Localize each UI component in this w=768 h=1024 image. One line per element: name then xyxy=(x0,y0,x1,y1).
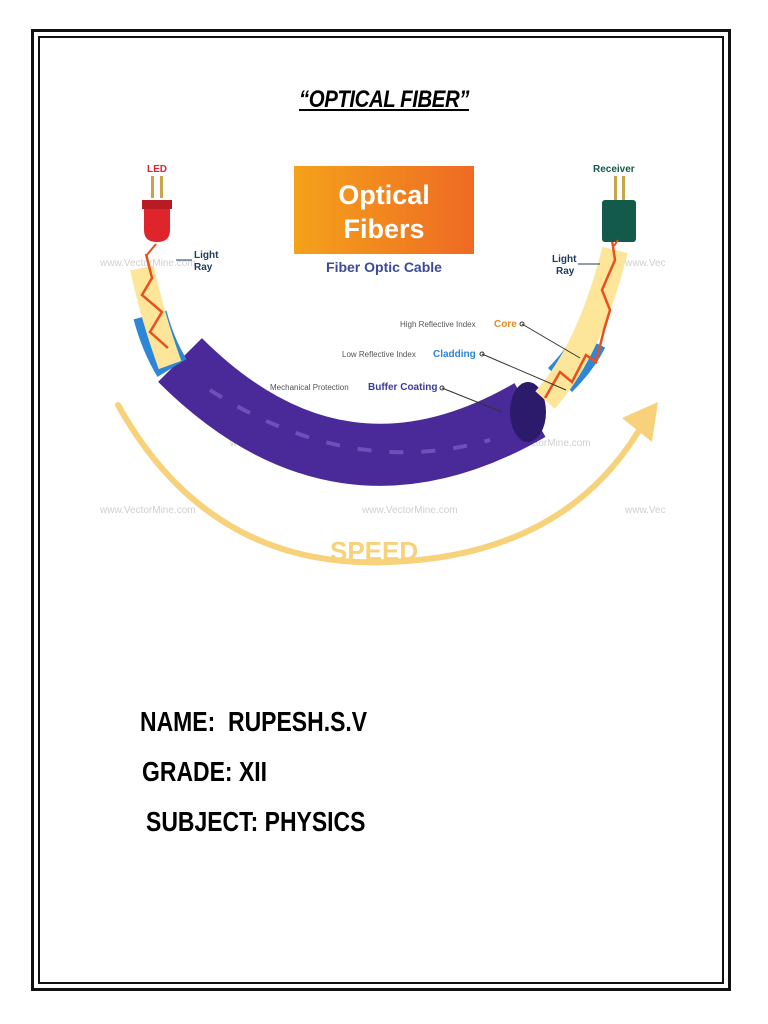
buffer-label: Buffer Coating xyxy=(368,382,437,393)
receiver-light-path xyxy=(613,239,619,247)
speed-arc xyxy=(115,402,648,566)
watermark-text: www.Vec xyxy=(624,505,666,516)
banner-subtitle: Fiber Optic Cable xyxy=(326,259,442,275)
banner-title-line2: Fibers xyxy=(343,214,424,244)
light-ray-label: Ray xyxy=(556,266,575,277)
light-ray-label: Light xyxy=(552,254,577,265)
light-ray-label: Ray xyxy=(194,262,213,273)
title-banner xyxy=(294,166,474,254)
receiver-leg xyxy=(614,176,617,200)
optical-fiber-illustration: www.VectorMine.com www.VectorMine.com ww… xyxy=(99,164,666,566)
student-grade: GRADE: XII xyxy=(142,756,268,787)
core-pointer xyxy=(521,323,581,359)
core-description: High Reflective Index xyxy=(400,320,476,329)
watermark-text: www.VectorMine.com xyxy=(361,505,458,516)
core-label: Core xyxy=(494,319,517,330)
light-ray-label: Light xyxy=(194,250,219,261)
led-icon xyxy=(144,208,170,242)
watermark-text: www.VectorMine.com xyxy=(99,505,196,516)
page-border-inner xyxy=(38,36,724,984)
led-base xyxy=(142,200,172,209)
speed-label: SPEED xyxy=(330,536,418,566)
buffer-coating-cable xyxy=(158,337,546,486)
watermark-text: www.VectorMine.com xyxy=(494,438,591,449)
receiver-icon xyxy=(602,200,636,242)
cable-end-cap xyxy=(510,382,546,442)
right-light-ray xyxy=(543,239,617,399)
led-leg xyxy=(160,176,163,198)
page-border-outer xyxy=(31,29,731,991)
receiver-label: Receiver xyxy=(593,164,635,175)
buffer-description: Mechanical Protection xyxy=(270,383,349,392)
left-core xyxy=(130,265,182,370)
left-light-ray xyxy=(140,253,169,349)
led-leg xyxy=(151,176,154,198)
buffer-pointer xyxy=(441,387,503,413)
student-subject: SUBJECT: PHYSICS xyxy=(146,806,366,837)
speed-arrowhead xyxy=(622,402,658,442)
banner-title-line1: Optical xyxy=(338,180,430,210)
cladding-pointer xyxy=(481,353,567,391)
led-light-path xyxy=(145,243,157,257)
watermark-text: www.Vec xyxy=(624,258,666,269)
receiver-leg xyxy=(622,176,625,200)
student-name: NAME: RUPESH.S.V xyxy=(140,706,368,737)
core-pointer-dot xyxy=(519,321,525,327)
cladding-description: Low Reflective Index xyxy=(342,350,416,359)
page-title: “OPTICAL FIBER” xyxy=(298,86,470,113)
cladding-label: Cladding xyxy=(433,349,476,360)
led-label: LED xyxy=(147,164,167,175)
buffer-pointer-dot xyxy=(439,385,445,391)
cable-highlight xyxy=(208,388,491,455)
cladding-pointer-dot xyxy=(479,351,485,357)
